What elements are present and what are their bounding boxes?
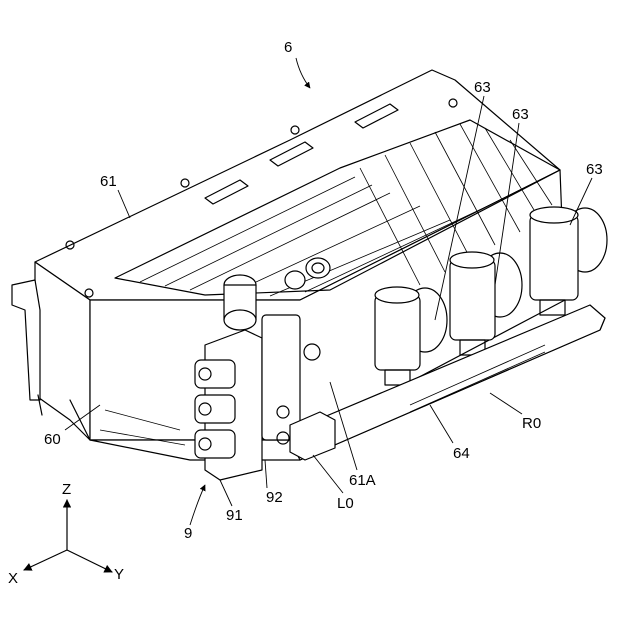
left-bracket [12, 280, 40, 400]
label-64: 64 [453, 445, 470, 462]
x-axis-arrow [24, 550, 67, 570]
label-92: 92 [266, 489, 283, 506]
label-63-c: 63 [586, 161, 603, 178]
relay-92 [262, 315, 300, 440]
label-91: 91 [226, 507, 243, 524]
y-axis-arrow [67, 550, 112, 572]
axis-label-x: X [8, 570, 18, 587]
axis-label-z: Z [62, 481, 71, 498]
connector-63-c [530, 207, 607, 315]
label-6: 6 [284, 39, 292, 56]
label-63-b: 63 [512, 106, 529, 123]
label-61: 61 [100, 173, 117, 190]
label-61A: 61A [349, 472, 376, 489]
label-9: 9 [184, 525, 192, 542]
label-R0: R0 [522, 415, 541, 432]
label-63-a: 63 [474, 79, 491, 96]
label-L0: L0 [337, 495, 354, 512]
label-60: 60 [44, 431, 61, 448]
axis-label-y: Y [114, 566, 124, 583]
coordinate-axes: Z X Y [8, 481, 124, 587]
